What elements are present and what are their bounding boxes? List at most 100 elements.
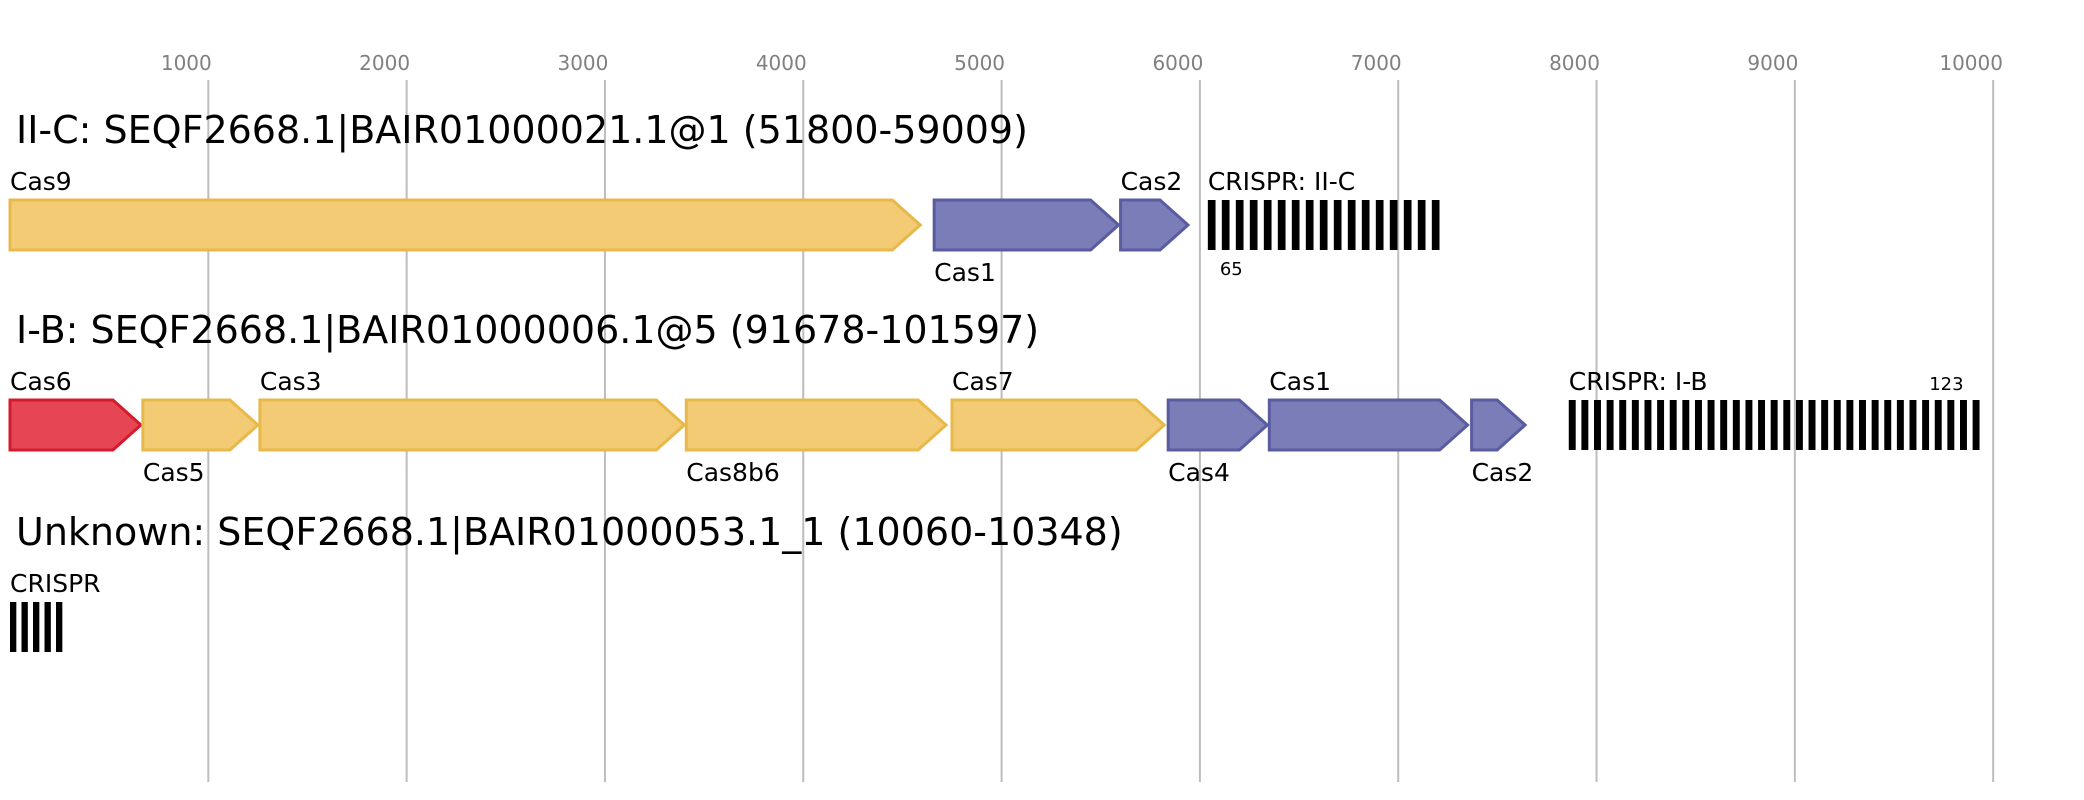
gene-label: Cas2: [1472, 458, 1534, 487]
crispr-repeat: [1745, 400, 1753, 450]
crispr-repeat: [1347, 200, 1356, 250]
gene-label: Cas8b6: [686, 458, 779, 487]
crispr-repeat: [1291, 200, 1300, 250]
gene-arrow-cas5: [141, 398, 261, 452]
crispr-repeat: [1568, 400, 1576, 450]
crispr-array: [1207, 200, 1440, 250]
gene-arrow-cas3: [258, 398, 687, 452]
crispr-repeat: [1669, 400, 1677, 450]
crispr-repeat: [1732, 400, 1740, 450]
crispr-array: [10, 602, 63, 652]
crispr-label: CRISPR: I-B: [1569, 367, 1708, 396]
crispr-repeat: [1947, 400, 1955, 450]
gene-arrow-cas6: [8, 398, 144, 452]
crispr-label: CRISPR: II-C: [1208, 167, 1355, 196]
crispr-repeat: [1249, 200, 1258, 250]
crispr-repeat: [1707, 400, 1715, 450]
gene-arrow-cas7: [950, 398, 1167, 452]
tick-label: 5000: [954, 51, 1005, 75]
tick-label: 6000: [1152, 51, 1203, 75]
locus-track: II-C: SEQF2668.1|BAIR01000021.1@1 (51800…: [8, 108, 1440, 287]
crispr-repeat: [1631, 400, 1639, 450]
crispr-repeat: [1821, 400, 1829, 450]
crispr-label: CRISPR: [10, 569, 101, 598]
crispr-repeat: [1417, 200, 1426, 250]
locus-track: I-B: SEQF2668.1|BAIR01000006.1@5 (91678-…: [8, 308, 1980, 487]
crispr-repeat: [1644, 400, 1652, 450]
crispr-repeat: [1972, 400, 1980, 450]
crispr-repeat: [1922, 400, 1930, 450]
crispr-repeat: [1221, 200, 1230, 250]
tick-label: 7000: [1351, 51, 1402, 75]
spacer-count: 123: [1929, 374, 1963, 395]
crispr-repeat: [1657, 400, 1665, 450]
crispr-repeat: [56, 602, 63, 652]
crispr-repeat: [1277, 200, 1286, 250]
crispr-repeat: [10, 602, 17, 652]
crispr-repeat: [1235, 200, 1244, 250]
crispr-repeat: [1884, 400, 1892, 450]
locus-title: Unknown: SEQF2668.1|BAIR01000053.1_1 (10…: [16, 510, 1123, 555]
gene-label: Cas3: [260, 367, 322, 396]
crispr-repeat: [1770, 400, 1778, 450]
crispr-repeat: [1319, 200, 1328, 250]
gene-label: Cas1: [934, 258, 996, 287]
tick-label: 10000: [1939, 51, 2003, 75]
crispr-repeat: [1871, 400, 1879, 450]
locus-title: I-B: SEQF2668.1|BAIR01000006.1@5 (91678-…: [16, 308, 1039, 353]
crispr-repeat: [1694, 400, 1702, 450]
crispr-repeat: [1263, 200, 1272, 250]
crispr-repeat: [1934, 400, 1942, 450]
crispr-repeat: [1896, 400, 1904, 450]
crispr-repeat: [1758, 400, 1766, 450]
crispr-repeat: [1720, 400, 1728, 450]
crispr-repeat: [1846, 400, 1854, 450]
crispr-repeat: [1207, 200, 1216, 250]
gene-arrow-cas2: [1119, 198, 1191, 252]
crispr-repeat: [1594, 400, 1601, 450]
crispr-repeat: [1808, 400, 1816, 450]
gene-label: Cas7: [952, 367, 1014, 396]
crispr-repeat: [1403, 200, 1412, 250]
gene-arrow-cas4: [1166, 398, 1270, 452]
gene-label: Cas6: [10, 367, 72, 396]
crispr-repeat: [1859, 400, 1866, 450]
tick-label: 3000: [557, 51, 608, 75]
crispr-repeat: [44, 602, 51, 652]
crispr-repeat: [1795, 400, 1803, 450]
loci: II-C: SEQF2668.1|BAIR01000021.1@1 (51800…: [8, 108, 1980, 652]
gene-label: Cas9: [10, 167, 72, 196]
gene-arrow-cas9: [8, 198, 923, 252]
locus-title: II-C: SEQF2668.1|BAIR01000021.1@1 (51800…: [16, 108, 1028, 153]
gene-arrow-cas2: [1470, 398, 1528, 452]
crispr-repeat: [1305, 200, 1314, 250]
crispr-array: [1568, 400, 1980, 450]
gene-arrow-cas1: [932, 198, 1121, 252]
tick-label: 2000: [359, 51, 410, 75]
locus-track: Unknown: SEQF2668.1|BAIR01000053.1_1 (10…: [10, 510, 1123, 652]
crispr-repeat: [1431, 200, 1440, 250]
crispr-repeat: [1333, 200, 1342, 250]
gene-label: Cas5: [143, 458, 205, 487]
crispr-repeat: [1361, 200, 1370, 250]
crispr-repeat: [21, 602, 28, 652]
gene-label: Cas4: [1168, 458, 1230, 487]
crispr-repeat: [1909, 400, 1917, 450]
crispr-repeat: [1375, 200, 1384, 250]
tick-label: 8000: [1549, 51, 1600, 75]
crispr-repeat: [1783, 400, 1791, 450]
gene-label: Cas1: [1269, 367, 1331, 396]
gene-arrow-cas1: [1267, 398, 1470, 452]
tick-label: 4000: [756, 51, 807, 75]
gene-label: Cas2: [1121, 167, 1183, 196]
crispr-repeat: [1581, 400, 1589, 450]
spacer-count: 65: [1220, 259, 1243, 280]
gene-arrow-cas8b6: [684, 398, 949, 452]
crispr-repeat: [1959, 400, 1967, 450]
crispr-repeat: [33, 602, 40, 652]
crispr-repeat: [1389, 200, 1398, 250]
crispr-repeat: [1619, 400, 1627, 450]
tick-label: 1000: [161, 51, 212, 75]
